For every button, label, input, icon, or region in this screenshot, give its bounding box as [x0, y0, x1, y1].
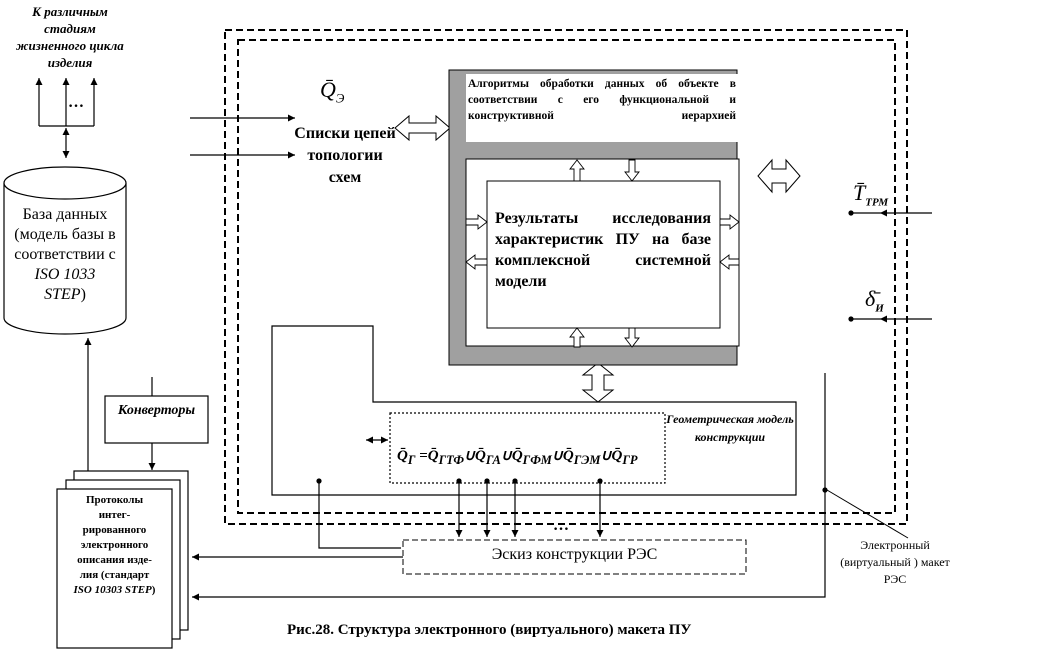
formula-union-3: ∪ — [551, 448, 563, 464]
converters-box — [104, 395, 209, 444]
sketch-ellipsis: … — [553, 517, 569, 534]
small-hollow-arrows — [465, 159, 740, 348]
figure-caption: Рис.28. Структура электронного (виртуаль… — [287, 622, 692, 638]
algorithm-text-panel — [466, 74, 738, 142]
formula-t1-sub: ГТФ — [438, 453, 465, 467]
formula-t5: Q̄ — [611, 448, 623, 464]
sketch-label: Эскиз конструкции РЭС — [491, 546, 658, 563]
protocols-line7-suffix: ) — [151, 584, 156, 596]
formula-union-2: ∪ — [500, 448, 512, 464]
sketch-box — [402, 539, 747, 575]
formula-t4-sub: ГЭМ — [573, 453, 601, 467]
database-line5-suffix: ) — [80, 286, 86, 303]
database-line2: (модель базы в — [14, 226, 116, 243]
lifecycle-arrows — [35, 78, 98, 158]
delta-subscript: И — [875, 302, 884, 315]
protocols-line1: Протоколы — [85, 494, 144, 506]
inner-dashed-frame — [237, 39, 896, 514]
hollow-arrow-vertical-geometric — [581, 362, 615, 403]
electronic-model-label: Электронный (виртуальный ) макет РЭС — [840, 538, 950, 586]
database-cylinder — [3, 166, 127, 335]
trm-subscript: ТРМ — [865, 196, 889, 209]
formula-dotted-box — [389, 412, 666, 484]
qe-letter: Q̄ — [320, 77, 336, 102]
qe-subscript: Э — [335, 90, 345, 106]
protocols-line5: описания изде- — [77, 554, 152, 566]
protocols-line7: ISO 10303 STEP — [73, 584, 152, 596]
results-text: Результаты исследования характеристик ПУ… — [495, 210, 711, 290]
protocols-line3: рированного — [82, 524, 147, 536]
delta-symbol: δ̄И — [865, 286, 884, 314]
database-line5: STEP — [44, 286, 81, 303]
hollow-arrow-right-external — [757, 158, 801, 194]
protocols-line2: интег- — [98, 509, 131, 521]
qe-symbol: Q̄Э — [320, 77, 344, 106]
results-box — [486, 180, 721, 329]
formula-union-4: ∪ — [600, 448, 612, 464]
lifecycle-ellipsis: … — [68, 94, 84, 111]
delta-letter: δ̄ — [865, 286, 876, 311]
database-text: База данных (модель базы в соответствии … — [4, 205, 126, 305]
formula-eq: = — [419, 448, 428, 464]
formula-t5-sub: ГР — [622, 453, 638, 467]
formula-t2-sub: ГА — [485, 453, 501, 467]
trm-letter: T̄ — [853, 180, 866, 205]
lifecycle-label: К различным стадиям жизненного цикла изд… — [16, 4, 124, 70]
database-line1: База данных — [22, 206, 108, 223]
geometric-model-outline — [271, 325, 797, 496]
circuits-label: Списки цепей топологии схем — [294, 125, 396, 186]
protocols-line4: электронного — [80, 539, 149, 551]
formula-t3: Q̄ — [511, 448, 523, 464]
converters-label: Конверторы — [117, 403, 196, 418]
formula-lhs: Q̄ — [397, 448, 408, 464]
protocols-text: Протоколы интег- рированного электронног… — [57, 493, 172, 598]
formula-union-1: ∪ — [464, 448, 476, 464]
formula: Q̄Г =Q̄ГТФ∪Q̄ГА∪Q̄ГФМ∪Q̄ГЭМ∪Q̄ГР — [397, 446, 638, 468]
electronic-model-leader — [826, 489, 909, 539]
protocols-line6: лия (стандарт — [79, 569, 150, 581]
hollow-arrow-circuits-algorithms — [394, 114, 451, 142]
formula-t1: Q̄ — [427, 448, 439, 464]
formula-t2: Q̄ — [475, 448, 486, 464]
database-line3: соответствии с — [14, 246, 116, 263]
formula-t4: Q̄ — [562, 448, 574, 464]
protocols-stack — [56, 470, 189, 649]
database-line4: ISO 1033 — [34, 266, 96, 283]
outer-dashed-frame — [224, 29, 908, 525]
algorithms-text: Алгоритмы обработки данных об объекте в … — [468, 78, 736, 122]
formula-t3-sub: ГФМ — [522, 453, 552, 467]
geometric-model-label: Геометрическая модель конструкции — [666, 412, 794, 444]
trm-symbol: T̄ТРМ — [853, 180, 888, 208]
formula-lhs-sub: Г — [407, 453, 416, 467]
